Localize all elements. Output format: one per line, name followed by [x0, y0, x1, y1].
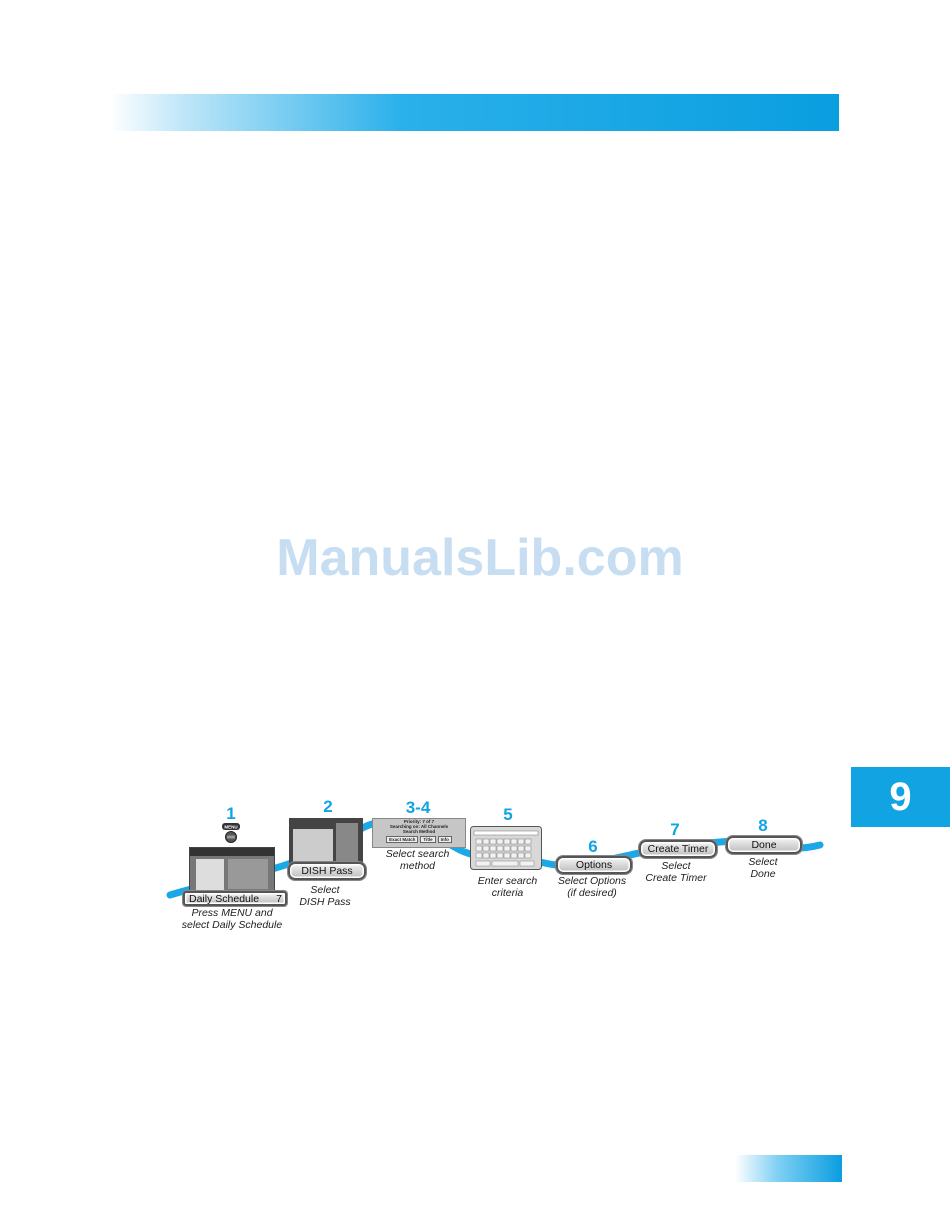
search-method-text: Search Method — [402, 829, 436, 834]
step-6-number: 6 — [588, 837, 598, 856]
footer-gradient-bar — [735, 1155, 842, 1182]
chapter-tab: 9 — [851, 767, 950, 827]
daily-schedule-button[interactable]: Daily Schedule 7 — [183, 891, 287, 906]
svg-text:MENU: MENU — [224, 825, 237, 830]
step-8-number: 8 — [758, 816, 768, 835]
search-keyboard-screen — [470, 826, 542, 870]
title-button[interactable]: Title — [420, 836, 436, 843]
info-button[interactable]: Info — [437, 836, 452, 843]
done-button[interactable]: Done — [726, 836, 802, 854]
dish-pass-button[interactable]: DISH Pass — [288, 862, 366, 880]
daily-schedule-number: 7 — [276, 892, 282, 905]
step-2-number: 2 — [323, 797, 333, 816]
step-6-caption: Select Options(if desired) — [557, 875, 627, 899]
options-button[interactable]: Options — [556, 856, 632, 874]
menu-remote-icon: MENU — [222, 823, 240, 843]
step-1-number: 1 — [226, 804, 236, 823]
exact-match-button[interactable]: Exact Match — [386, 836, 419, 843]
daily-schedule-label: Daily Schedule — [189, 892, 260, 905]
searching-on-text: Searching on: All Channels — [389, 824, 449, 829]
step-7-number: 7 — [670, 820, 680, 839]
create-timer-button[interactable]: Create Timer — [639, 840, 717, 858]
step-3-4-number: 3-4 — [405, 798, 431, 817]
priority-text: Priority: 7 of 7 — [403, 819, 435, 824]
watermark: ManualsLib.com — [276, 529, 684, 587]
search-method-panel: Priority: 7 of 7 Searching on: All Chann… — [372, 818, 466, 848]
step-2-screen — [289, 818, 363, 870]
header-gradient-bar — [110, 94, 839, 131]
step-5-number: 5 — [503, 805, 513, 824]
